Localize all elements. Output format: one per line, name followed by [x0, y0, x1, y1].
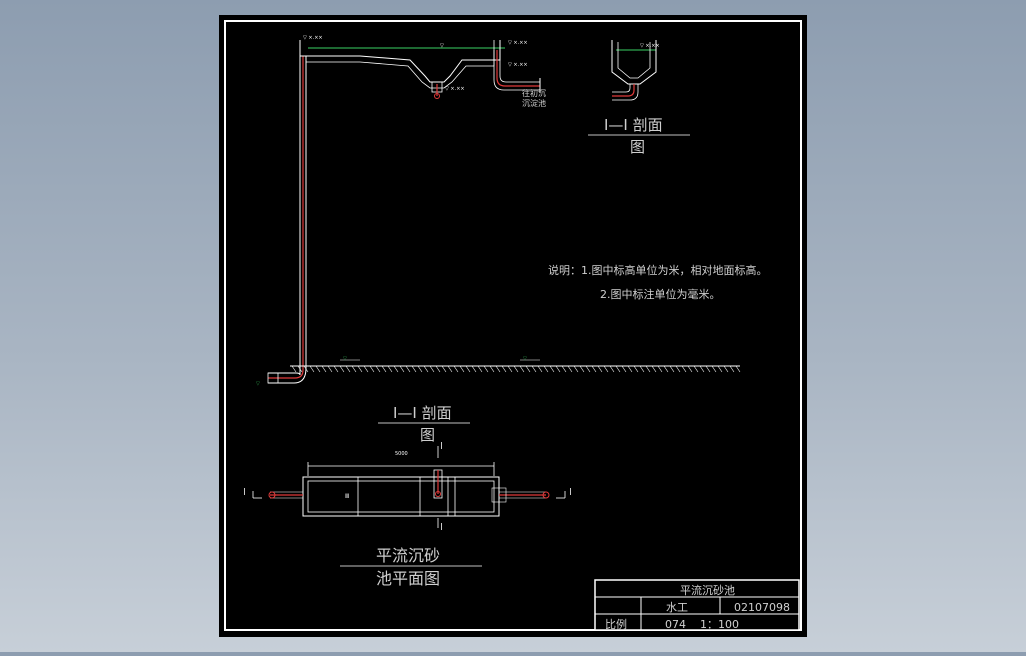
section-mark-right: I — [569, 487, 572, 498]
drawing-sheet — [219, 15, 807, 637]
outlet-label: 往初沉沉淀池 — [522, 88, 546, 108]
profile-pipe: ▽ — [256, 40, 307, 387]
svg-text:▽: ▽ — [343, 356, 347, 362]
section2-title-line1: I—I 剖面 — [604, 116, 663, 134]
title-block-scale-label: 比例 — [605, 617, 627, 631]
notes-line1: 说明：1.图中标高单位为米，相对地面标高。 — [548, 263, 768, 277]
section2-title-line2: 图 — [630, 138, 645, 156]
svg-text:▽ ×.××: ▽ ×.×× — [303, 35, 323, 41]
svg-text:5000: 5000 — [395, 451, 408, 457]
title-block-code: 02107098 — [734, 601, 790, 614]
title-block-scale-num: 074 — [665, 618, 686, 631]
svg-text:▽: ▽ — [440, 43, 444, 49]
profile-channel: ▽ ×.×× ▽ ▽ ×.×× ▽ ×.×× ▽ ×.×× — [299, 35, 541, 99]
svg-text:▽: ▽ — [256, 381, 260, 387]
section-title-line2: 图 — [420, 426, 435, 444]
ground-line: ▽ ▽ — [290, 356, 741, 373]
section-mark-bottom: I — [440, 522, 443, 533]
plan-title-line2: 池平面图 — [376, 569, 440, 588]
plan-title-line1: 平流沉砂 — [376, 546, 440, 565]
svg-text:▽: ▽ — [523, 356, 527, 362]
svg-text:▽ ×.××: ▽ ×.×× — [640, 43, 660, 49]
cross-section: ▽ ×.×× — [611, 40, 660, 101]
svg-text:▽ ×.××: ▽ ×.×× — [445, 86, 465, 92]
svg-text:▽ ×.××: ▽ ×.×× — [508, 62, 528, 68]
title-block-scale-value: 1：100 — [700, 618, 739, 631]
section-title-line1: I—I 剖面 — [393, 404, 452, 422]
svg-text:Ⅲ: Ⅲ — [345, 493, 349, 500]
title-block-name: 平流沉砂池 — [680, 583, 735, 597]
sheet-border — [224, 20, 802, 631]
plan-view: 5000 Ⅲ — [252, 446, 566, 528]
notes-line2: 2.图中标注单位为毫米。 — [600, 287, 721, 301]
section-mark-left: I — [243, 487, 246, 498]
title-block-dept: 水工 — [666, 601, 688, 614]
title-block — [594, 579, 800, 631]
section-mark-top: I — [440, 441, 443, 452]
svg-text:▽ ×.××: ▽ ×.×× — [508, 40, 528, 46]
